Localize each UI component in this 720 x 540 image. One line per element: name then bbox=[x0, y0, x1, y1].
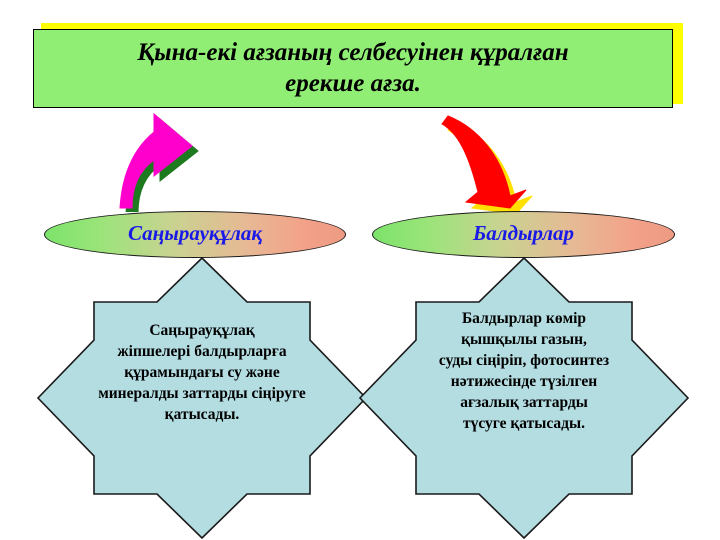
page-title: Қына-екі ағзаның селбесуінен құралған ере… bbox=[125, 38, 580, 99]
title-line-1: Қына-екі ағзаның селбесуінен құралған bbox=[137, 39, 569, 66]
node-algae[interactable]: Балдырлар bbox=[372, 211, 675, 258]
title-line-2: ерекше ағза. bbox=[285, 69, 421, 97]
star-burst-shape-right bbox=[358, 256, 690, 540]
title-box: Қына-екі ағзаның селбесуінен құралған ере… bbox=[33, 29, 673, 108]
panel-mushroom-text: Саңырауқұлақ жіпшелері балдырларға құрам… bbox=[98, 322, 306, 424]
node-mushroom[interactable]: Саңырауқұлақ bbox=[44, 211, 346, 258]
node-algae-label: Балдырлар bbox=[472, 221, 575, 245]
star-burst-shape-left bbox=[36, 256, 368, 540]
arrow-right-body-path bbox=[441, 115, 527, 209]
curved-arrow-right bbox=[440, 112, 550, 217]
node-mushroom-label: Саңырауқұлақ bbox=[128, 221, 262, 245]
panel-mushroom-description: Саңырауқұлақ жіпшелері балдырларға құрам… bbox=[35, 256, 369, 540]
panel-algae-text: Балдырлар көмір қышқылы газын, суды сіңі… bbox=[438, 310, 610, 433]
arrow-left-body-path bbox=[119, 112, 193, 209]
panel-algae-description: Балдырлар көмір қышқылы газын, суды сіңі… bbox=[357, 256, 691, 540]
curved-arrow-left bbox=[118, 112, 228, 217]
